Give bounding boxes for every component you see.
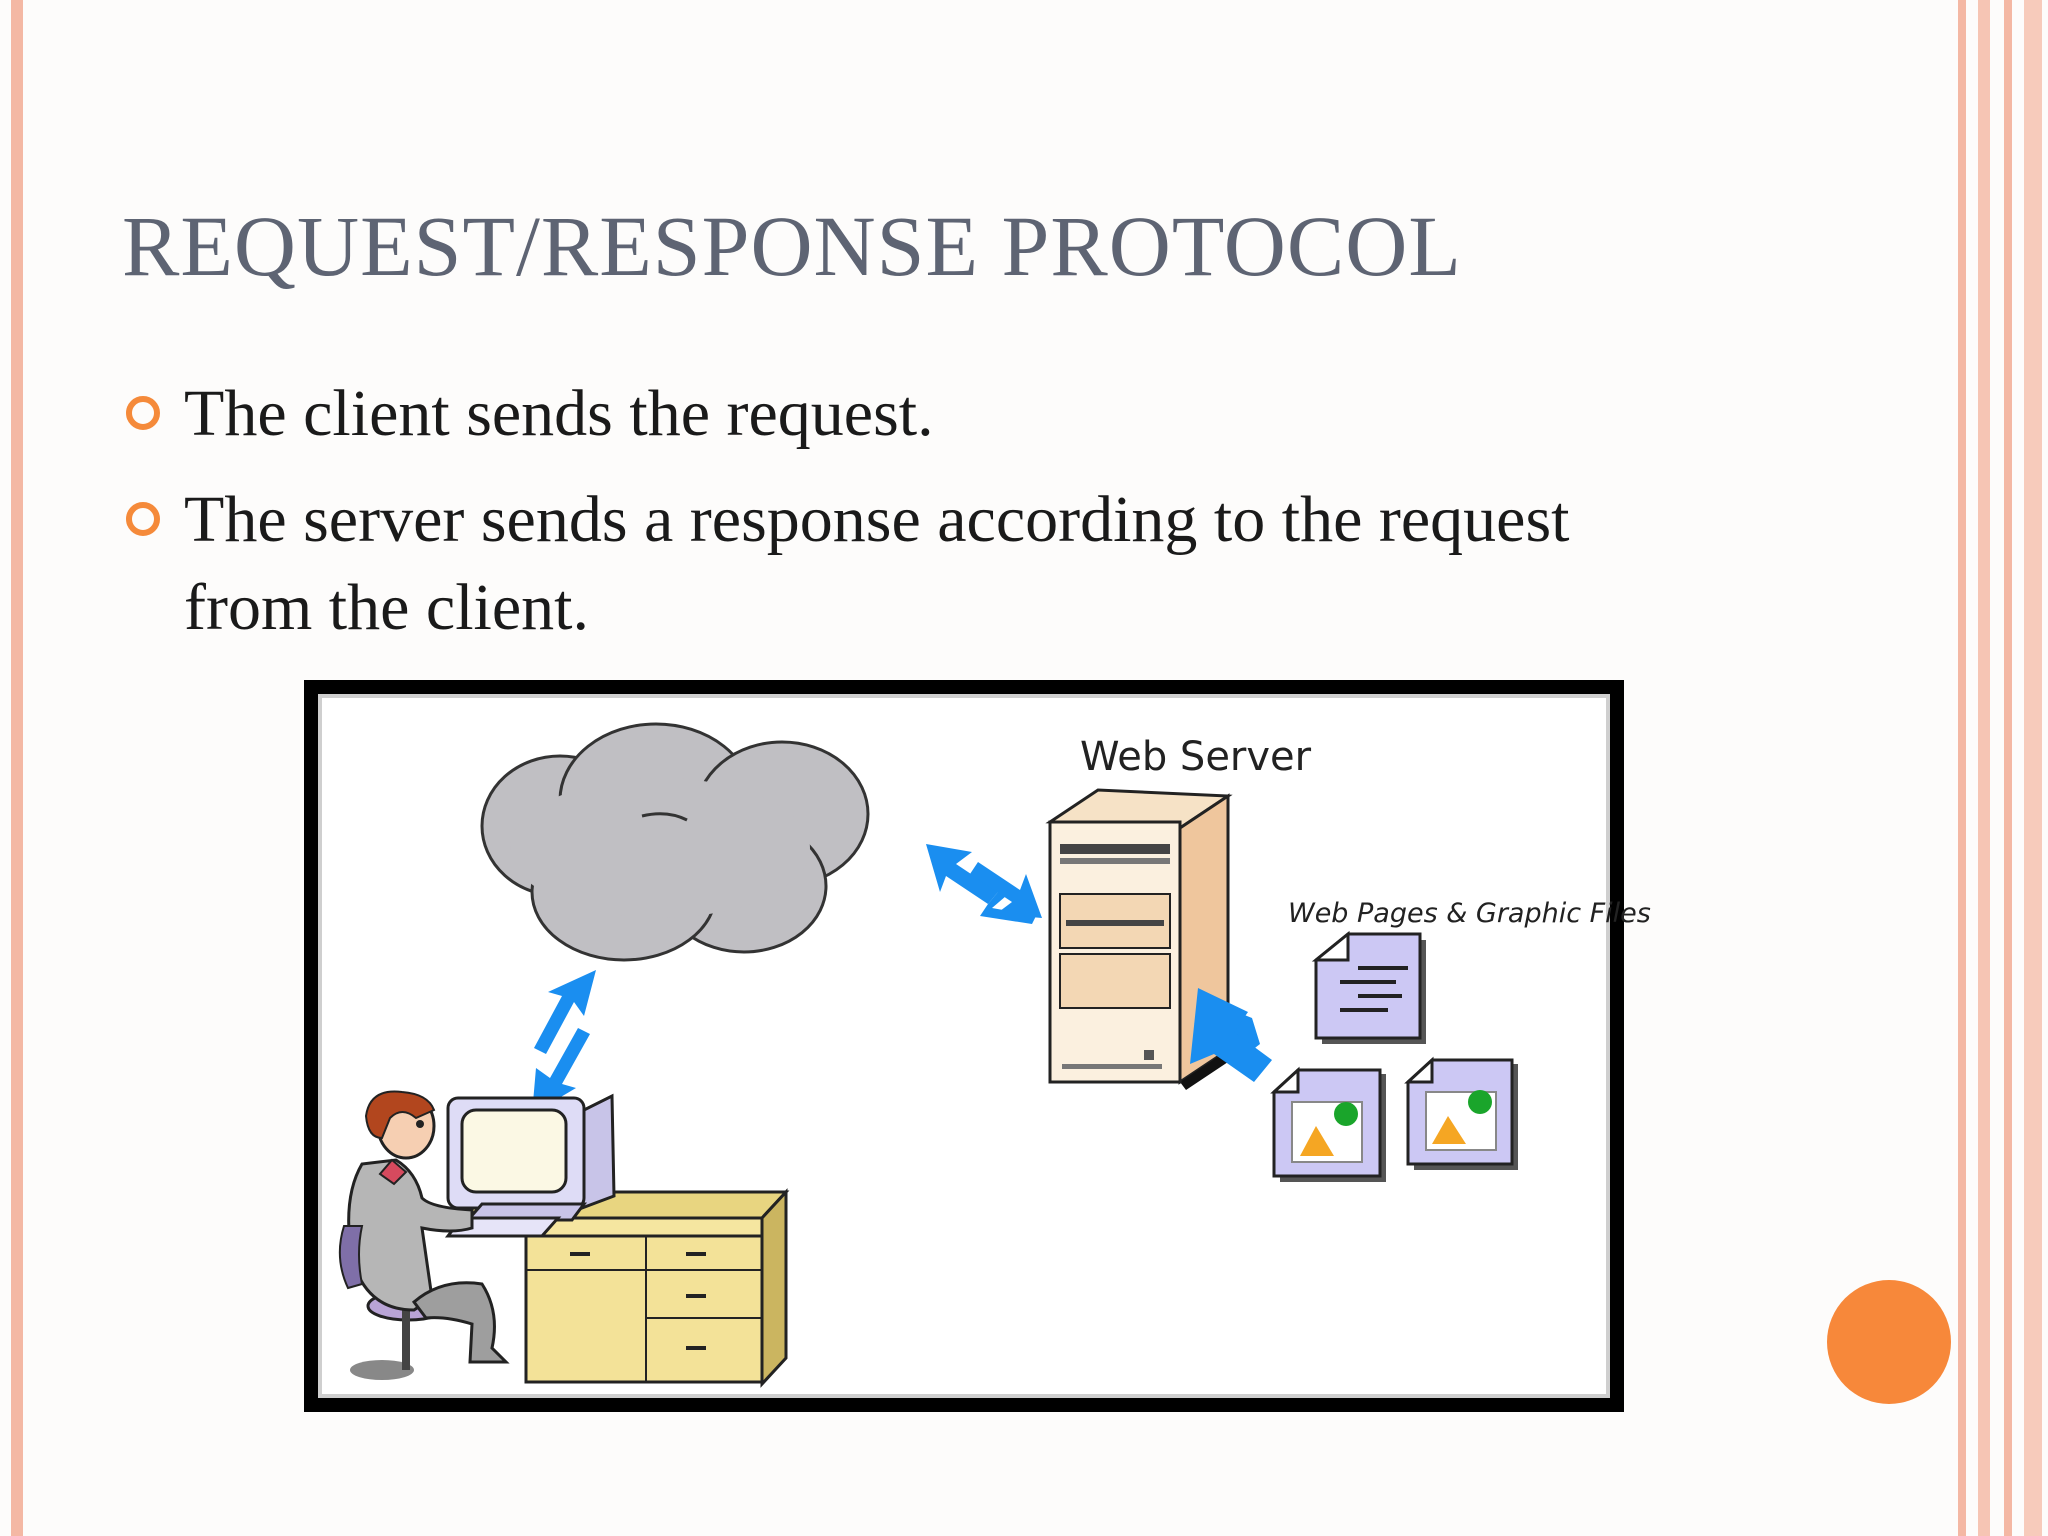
computer-monitor-icon [444, 1093, 616, 1238]
slide-title: REQUEST/RESPONSE PROTOCOL [122, 198, 1462, 294]
bullet-text: The server sends a response according to… [184, 483, 1570, 644]
graphic-file-icon [1270, 1066, 1386, 1182]
bullet-list: The client sends the request. The server… [126, 370, 1686, 670]
internet-cloud-icon [480, 722, 870, 962]
right-border-stripe [1958, 0, 1966, 1536]
bullet-circle-icon [126, 396, 160, 430]
bullet-item: The server sends a response according to… [126, 476, 1686, 652]
diagram-canvas: Web Server Web Pages & Graphic Files [318, 694, 1651, 1398]
diagram-illustration [338, 722, 1518, 1388]
user-person-icon [338, 1090, 510, 1380]
client-server-diagram: Web Server Web Pages & Graphic Files [304, 680, 1651, 1412]
right-border-stripe [2024, 0, 2042, 1536]
web-files-label: Web Pages & Graphic Files [1288, 898, 1651, 929]
left-border-decoration [11, 0, 23, 1536]
desk-icon [453, 1188, 790, 1388]
right-border-stripe [2004, 0, 2012, 1536]
bullet-circle-icon [126, 502, 160, 536]
slide-corner-dot-decoration [1827, 1280, 1951, 1404]
web-server-label: Web Server [1080, 734, 1312, 780]
bidirectional-arrow-icon [532, 970, 596, 1114]
bullet-text: The client sends the request. [184, 377, 934, 450]
bullet-item: The client sends the request. [126, 370, 1686, 458]
web-page-document-icon [1311, 930, 1426, 1044]
graphic-file-icon [1404, 1056, 1518, 1170]
bidirectional-arrow-icon [926, 844, 1042, 924]
upload-arrow-icon [1190, 988, 1272, 1082]
right-border-stripe [1978, 0, 1990, 1536]
